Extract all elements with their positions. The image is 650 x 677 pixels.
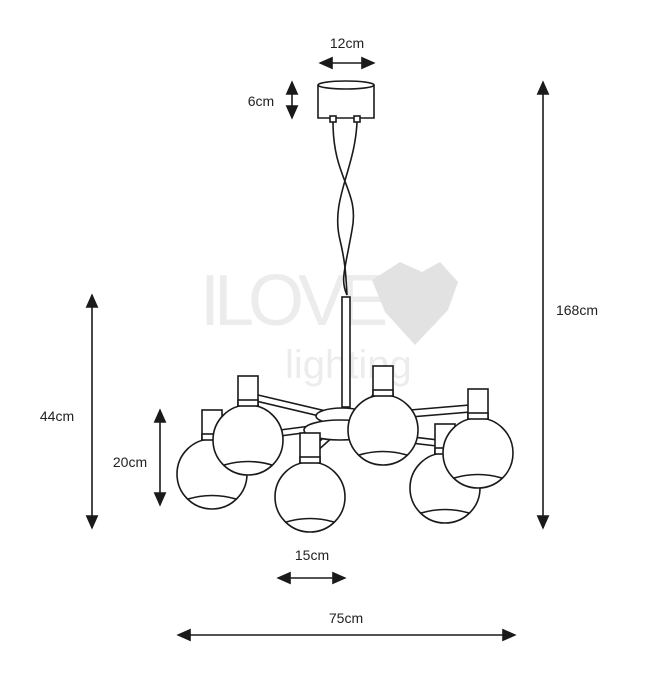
label-total-width: 75cm bbox=[328, 610, 364, 626]
dimension-lines bbox=[85, 56, 550, 642]
watermark-logo: ILOVE lighting bbox=[200, 261, 458, 387]
label-body-height: 44cm bbox=[39, 408, 75, 424]
label-shade-height: 20cm bbox=[112, 454, 148, 470]
globe-shade bbox=[274, 432, 346, 533]
label-canopy-height: 6cm bbox=[247, 93, 275, 109]
stem bbox=[341, 296, 351, 408]
canopy bbox=[317, 80, 375, 123]
globe-shade bbox=[347, 365, 419, 466]
svg-text:ILOVE: ILOVE bbox=[200, 261, 385, 341]
cable-2 bbox=[336, 121, 358, 296]
globe-shade bbox=[442, 388, 514, 489]
globe-shade bbox=[212, 375, 284, 476]
label-shade-width: 15cm bbox=[294, 547, 330, 563]
cable bbox=[332, 121, 355, 296]
label-total-height: 168cm bbox=[555, 302, 599, 318]
label-canopy-width: 12cm bbox=[329, 35, 365, 51]
